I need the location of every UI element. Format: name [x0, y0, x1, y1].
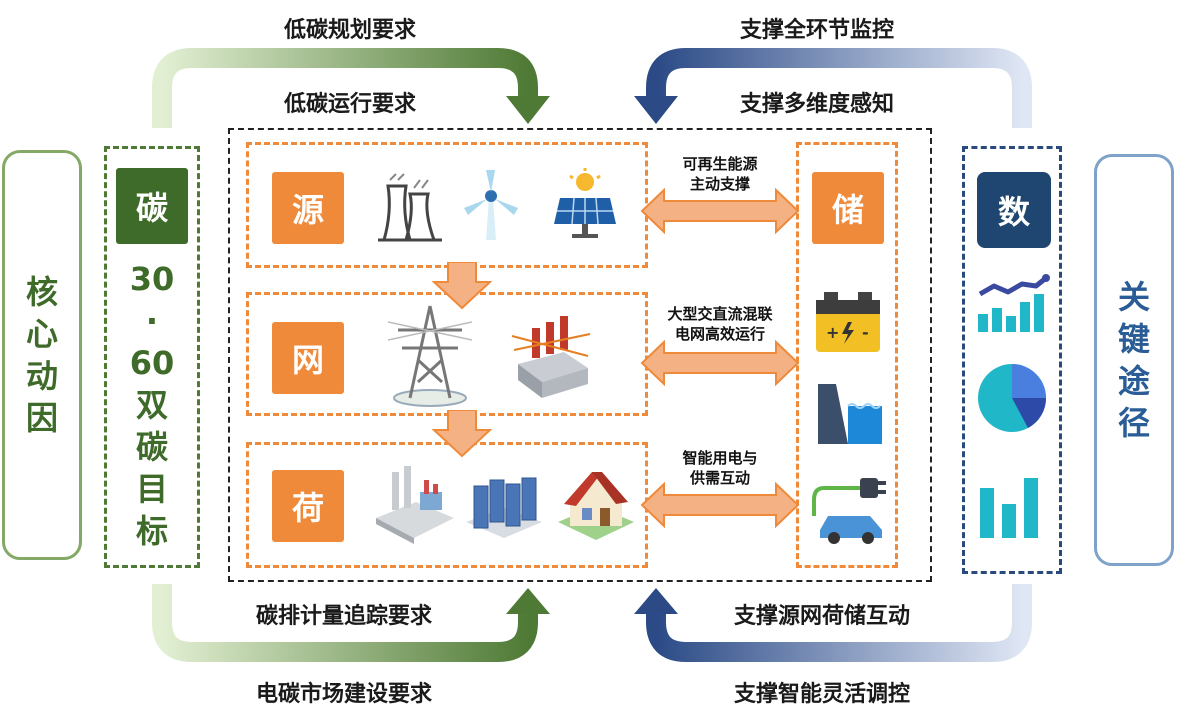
full-monitoring-label: 支撑全环节监控 — [740, 18, 895, 43]
low-carbon-operation-label: 低碳运行要求 — [284, 92, 417, 117]
ev-charging-icon — [812, 478, 886, 544]
key-path-char: 径 — [1117, 404, 1150, 442]
top-left-arrow — [152, 48, 538, 128]
double-arrow-load-storage — [640, 482, 800, 528]
carbon-goal-text: 标 — [135, 512, 168, 550]
battery-icon: + - — [816, 292, 880, 352]
bottom-left-arrow — [152, 584, 538, 662]
carbon-goal-text: 30 — [129, 260, 175, 298]
grid-operation-label: 大型交直流混联 电网高效运行 — [650, 304, 790, 344]
core-driver-char: 心 — [25, 315, 58, 353]
factory-icon — [376, 466, 454, 544]
solar-panel-icon — [554, 168, 616, 238]
key-path-char: 键 — [1117, 320, 1150, 358]
storage-column — [796, 142, 898, 568]
core-driver-char: 因 — [25, 399, 58, 437]
source-tag: 源 — [272, 172, 344, 244]
key-path-char: 关 — [1117, 278, 1150, 316]
grid-operation-line: 大型交直流混联 — [667, 305, 773, 323]
core-driver-char: 核 — [25, 273, 58, 311]
wind-turbine-icon — [464, 170, 518, 240]
down-arrow-source-grid — [432, 262, 492, 310]
core-driver-box: 核 心 动 因 — [2, 150, 82, 560]
multi-perception-label: 支撑多维度感知 — [740, 92, 895, 117]
core-driver-char: 动 — [25, 357, 58, 395]
grid-tag: 网 — [272, 322, 344, 394]
pie-chart-icon — [978, 364, 1046, 432]
top-right-arrow — [646, 48, 1032, 128]
double-arrow-source-storage — [640, 188, 800, 234]
renewable-support-line: 主动支撑 — [689, 175, 750, 193]
carbon-tag: 碳 — [116, 168, 188, 244]
flexible-control-label: 支撑智能灵活调控 — [734, 682, 911, 707]
load-tag: 荷 — [272, 470, 344, 542]
bottom-right-arrow — [646, 584, 1032, 662]
hydro-dam-icon — [818, 384, 882, 444]
smart-use-line: 智能用电与 — [682, 449, 758, 467]
storage-tag: 储 — [812, 172, 884, 244]
transmission-tower-icon — [388, 305, 472, 407]
carbon-goal-text: 双 — [135, 386, 168, 424]
top-left-arrowhead — [506, 96, 550, 124]
carbon-goal-text: 目 — [135, 470, 168, 508]
carbon-market-label: 电碳市场建设要求 — [256, 682, 433, 707]
svg-text:+: + — [826, 323, 839, 342]
carbon-goal-text: 60 — [129, 344, 175, 382]
energy-system-frame — [228, 128, 932, 582]
carbon-goal-text: 碳 — [135, 428, 168, 466]
low-carbon-planning-label: 低碳规划要求 — [284, 18, 417, 43]
house-icon — [558, 472, 634, 540]
digital-tag: 数 — [977, 172, 1051, 248]
smart-use-label: 智能用电与 供需互动 — [650, 448, 790, 488]
data-center-icon — [466, 477, 542, 538]
top-right-arrowhead — [634, 96, 678, 124]
line-bar-chart-icon — [978, 274, 1050, 332]
interaction-support-label: 支撑源网荷储互动 — [734, 604, 911, 629]
bottom-left-arrowhead — [506, 588, 550, 614]
bottom-right-arrowhead — [634, 588, 678, 614]
down-arrow-grid-load — [432, 410, 492, 458]
double-arrow-grid-storage — [640, 340, 800, 386]
carbon-column — [104, 146, 200, 568]
transformer-icon — [511, 316, 591, 398]
digital-column — [962, 146, 1062, 574]
key-path-box: 关 键 途 径 — [1094, 154, 1174, 566]
key-path-char: 途 — [1117, 362, 1150, 400]
renewable-support-label: 可再生能源 主动支撑 — [650, 154, 790, 194]
carbon-goal-text: · — [145, 302, 159, 340]
cooling-tower-icon — [378, 173, 442, 242]
svg-text:-: - — [862, 323, 869, 342]
renewable-support-line: 可再生能源 — [682, 155, 758, 173]
carbon-tracking-label: 碳排计量追踪要求 — [256, 604, 433, 629]
bar-chart-icon — [980, 478, 1038, 538]
smart-use-line: 供需互动 — [689, 469, 750, 487]
grid-operation-line: 电网高效运行 — [674, 325, 765, 343]
